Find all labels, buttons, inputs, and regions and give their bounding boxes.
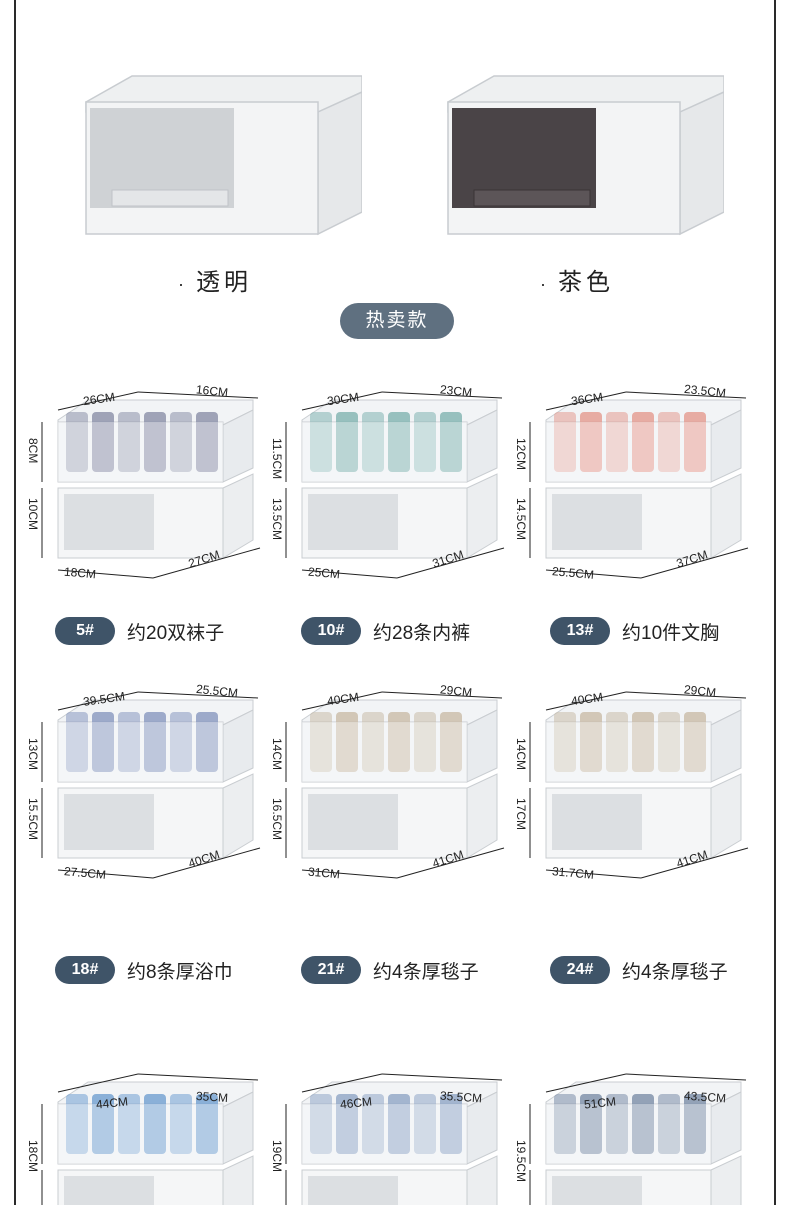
dim-bottom-height: 17CM: [514, 798, 528, 831]
size-info: 24# 约4条厚毯子: [550, 955, 728, 985]
drawer-stack-illustration: [285, 691, 505, 879]
size-capacity: 约8条厚浴巾: [127, 961, 233, 983]
drawer-stack-illustration: [529, 391, 749, 579]
size-badge: 5#: [55, 617, 115, 645]
drawer-stack-illustration: [529, 691, 749, 879]
size-info: 13# 约10件文胸: [550, 616, 719, 646]
dim-bottom-height: 14.5CM: [514, 498, 528, 541]
dim-bottom-width: 31CM: [307, 864, 341, 882]
size-capacity: 约4条厚毯子: [622, 961, 728, 983]
dim-bottom-width: 25CM: [307, 564, 341, 582]
drawer-stack-illustration: [285, 1073, 503, 1205]
size-badge: 10#: [301, 617, 361, 645]
dim-top-depth: 43.5CM: [683, 1088, 727, 1106]
size-info: 18# 约8条厚浴巾: [55, 955, 233, 985]
dim-bottom-width: 18CM: [63, 564, 97, 582]
color-label-transparent: ·透明: [178, 269, 252, 296]
size-capacity: 约4条厚毯子: [373, 961, 479, 983]
page-frame: [14, 0, 776, 1205]
dim-bottom-height: 13.5CM: [270, 498, 284, 541]
dim-bottom-height: 10CM: [26, 498, 40, 531]
hot-sale-badge: 热卖款: [340, 303, 454, 339]
dim-top-height: 12CM: [514, 438, 528, 471]
size-capacity: 约10件文胸: [622, 622, 720, 644]
dim-top-height: 19.5CM: [516, 1140, 528, 1183]
drawer-stack-illustration: [41, 391, 261, 579]
dim-top-height: 11.5CM: [270, 438, 284, 480]
drawer-transparent-image: [85, 75, 362, 236]
size-info: 21# 约4条厚毯子: [301, 955, 479, 985]
dim-top-height: 13CM: [26, 738, 40, 771]
drawer-stack-illustration: [41, 1073, 259, 1205]
dim-top-height: 8CM: [26, 438, 40, 464]
size-capacity: 约20双袜子: [127, 622, 225, 644]
size-info: 5# 约20双袜子: [55, 616, 224, 646]
drawer-stack-illustration: [285, 391, 505, 579]
dim-top-depth: 35.5CM: [439, 1088, 483, 1106]
dim-top-depth: 35CM: [195, 1088, 229, 1106]
dim-top-height: 14CM: [514, 738, 528, 771]
dim-top-height: 18CM: [28, 1140, 40, 1173]
size-capacity: 约28条内裤: [373, 622, 471, 644]
size-badge: 13#: [550, 617, 610, 645]
size-info: 10# 约28条内裤: [301, 616, 470, 646]
size-badge: 21#: [301, 956, 361, 984]
dim-top-height: 14CM: [270, 738, 284, 771]
drawer-stack-illustration: [529, 1073, 747, 1205]
drawer-brown-image: [447, 75, 724, 236]
drawer-stack-illustration: [41, 691, 261, 879]
size-badge: 24#: [550, 956, 610, 984]
dim-bottom-height: 15.5CM: [26, 798, 40, 841]
dim-top-height: 19CM: [272, 1140, 284, 1173]
dim-bottom-height: 16.5CM: [270, 798, 284, 841]
size-badge: 18#: [55, 956, 115, 984]
color-label-brown: ·茶色: [540, 269, 614, 296]
